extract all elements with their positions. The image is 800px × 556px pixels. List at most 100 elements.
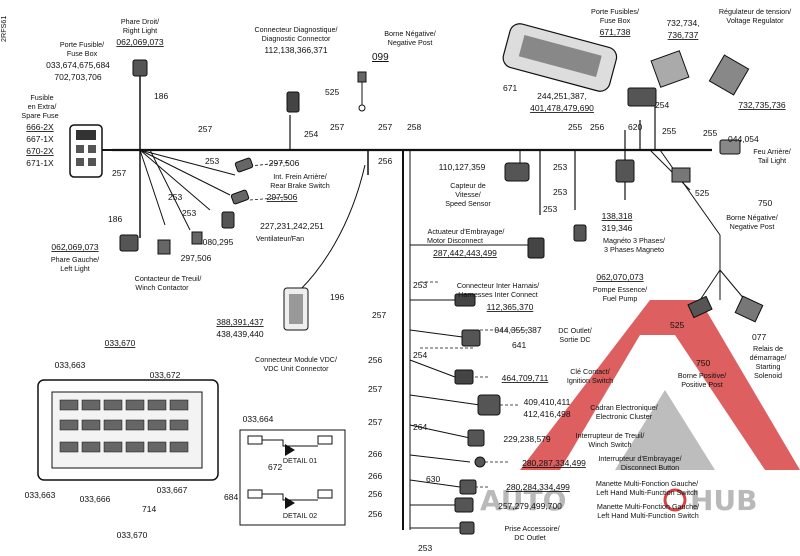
harness-number: 112,365,370: [487, 302, 534, 312]
right-light-label-fr: Phare Droit/: [121, 17, 159, 26]
dc-outlet-icon: [461, 329, 481, 347]
left-light-label-fr: Phare Gauche/: [51, 255, 99, 264]
winch-contactor-num-2: 297,506: [181, 253, 212, 263]
wire-254-c: 254: [413, 350, 427, 360]
ignition-number: 464,709,711: [502, 373, 549, 383]
speed-sensor-label-2: Vitesse/: [455, 190, 480, 199]
wire-256-a: 256: [378, 156, 392, 166]
wire-750-b: 750: [696, 358, 710, 368]
wire-253-e: 253: [553, 187, 567, 197]
solenoid-label-4: Solenoid: [754, 371, 782, 380]
fuel-pump-label-fr: Pompe Essence/: [593, 285, 647, 294]
harness-connector-icon: [454, 293, 476, 307]
wire-264: 264: [413, 422, 427, 432]
brake-num-1: 297,506: [269, 158, 300, 168]
left-mfs-label-fr: Manette Multi-Fonction Gauche/: [596, 479, 698, 488]
winch-contactor-icon: [157, 231, 203, 255]
left-light-connector-icon: [119, 234, 139, 252]
wire-186-top: 186: [154, 91, 168, 101]
pos-post-label-en: Positive Post: [681, 380, 723, 389]
fuel-pump-label-en: Fuel Pump: [603, 294, 638, 303]
brake-label-fr: Int. Frein Arrière/: [273, 172, 327, 181]
wire-641: 641: [512, 340, 526, 350]
left-hand-switch-icon: [459, 479, 477, 495]
voltage-regulator-icon: [650, 50, 750, 96]
fuse-box-right: [502, 23, 618, 92]
num-244-line-1: 244,251,387,: [537, 91, 587, 101]
left-mfs-label-en: Left Hand Multi-Function Switch: [596, 488, 697, 497]
fusebox-detail-666: 033,666: [80, 494, 111, 504]
ignition-label-en: Ignition Switch: [567, 376, 613, 385]
spare-fuse-box: [69, 124, 103, 178]
right-light-label-en: Right Light: [123, 26, 157, 35]
right-mfs-label-fr: Manette Multi-Fonction Gauche/: [597, 502, 699, 511]
wire-671: 671: [503, 83, 517, 93]
wire-256-c: 256: [368, 489, 382, 499]
side-code: 2RFS61: [0, 16, 8, 42]
accessory-label-en: DC Outlet: [514, 533, 546, 542]
fusebox-detail-667: 033,667: [157, 485, 188, 495]
watermark-logo-shape: [520, 300, 800, 470]
electronic-cluster-icon: [477, 394, 501, 416]
motor-label-fr: Actuateur d'Embrayage/: [428, 227, 505, 236]
fuel-pump-number: 062,070,073: [596, 272, 644, 282]
winch-switch-label-fr: Interrupteur de Treuil/: [576, 431, 645, 440]
wire-525-b: 525: [695, 188, 709, 198]
negative-post-icon: [357, 71, 367, 112]
wire-257-c: 257: [330, 122, 344, 132]
fuse-box-r-label-en: Fuse Box: [600, 16, 631, 25]
neg-post-label-en: Negative Post: [388, 38, 433, 47]
disconnect-number: 280,287,334,499: [522, 458, 586, 468]
wire-labels: 186 186 257 257 257 257 257 257 257 254 …: [108, 52, 772, 553]
right-light-number: 062,069,073: [116, 37, 164, 47]
vdc-label-en: VDC Unit Connector: [263, 364, 329, 373]
right-hand-switch-icon: [454, 497, 474, 513]
wire-253-d: 253: [553, 162, 567, 172]
winch-switch-icon: [467, 429, 485, 447]
tail-light-label-en: Tail Light: [758, 156, 786, 165]
motor-number: 287,442,443,499: [433, 248, 497, 258]
fusebox-detail-664: 033,664: [243, 414, 274, 424]
speed-sensor-label-1: Capteur de: [450, 181, 486, 190]
solenoid-label-2: démarrage/: [750, 353, 787, 362]
neg-post-2-label-fr: Borne Négative/: [726, 213, 778, 222]
fuse-box-num-1: 033,674,675,684: [46, 60, 110, 70]
fan-number: 227,231,242,251: [260, 221, 324, 231]
fuel-pump-connector-icon: [687, 295, 764, 323]
vdc-num-1: 388,391,437: [216, 317, 264, 327]
cluster-label-en: Electronic Cluster: [596, 412, 653, 421]
brake-label-en: Rear Brake Switch: [270, 181, 330, 190]
wire-630: 630: [426, 474, 440, 484]
regulator-num-3: 732,735,736: [738, 100, 786, 110]
regulator-num-2: 736,737: [668, 30, 699, 40]
fuse-box-label-en: Fuse Box: [67, 49, 98, 58]
left-light-label-en: Left Light: [60, 264, 90, 273]
wire-266-b: 266: [368, 449, 382, 459]
wire-256-b: 256: [368, 355, 382, 365]
wire-253-a: 253: [205, 156, 219, 166]
wire-257-g: 257: [368, 417, 382, 427]
wire-186-left: 186: [108, 214, 122, 224]
vdc-connector-icon: [283, 287, 309, 331]
accessory-outlet-icon: [459, 521, 475, 535]
wire-255-b: 255: [662, 126, 676, 136]
wire-196: 196: [330, 292, 344, 302]
neg-post-2-label-en: Negative Post: [730, 222, 775, 231]
dc-outlet-label-fr: DC Outlet/: [558, 326, 592, 335]
right-mfs-number: 257,279,499,700: [498, 501, 562, 511]
diagnostic-connector-icon: [286, 91, 300, 113]
wire-750-a: 750: [758, 198, 772, 208]
spare-fuse-label-3: Spare Fuse: [21, 111, 58, 120]
spare-fuse-label-2: en Extra/: [28, 102, 57, 111]
diag-label-en: Diagnostic Connector: [262, 34, 331, 43]
winch-switch-number: 229,238,579: [503, 434, 551, 444]
fusebox-detail-title: 033,670: [105, 338, 136, 348]
fan-label: Ventilateur/Fan: [256, 234, 304, 243]
brake-switch-icon: [230, 157, 254, 205]
wire-077: 077: [752, 332, 766, 342]
wire-253-bottom: 253: [418, 543, 432, 553]
right-light-connector-icon: [132, 59, 148, 77]
watermark-gear-icon: [663, 488, 687, 512]
